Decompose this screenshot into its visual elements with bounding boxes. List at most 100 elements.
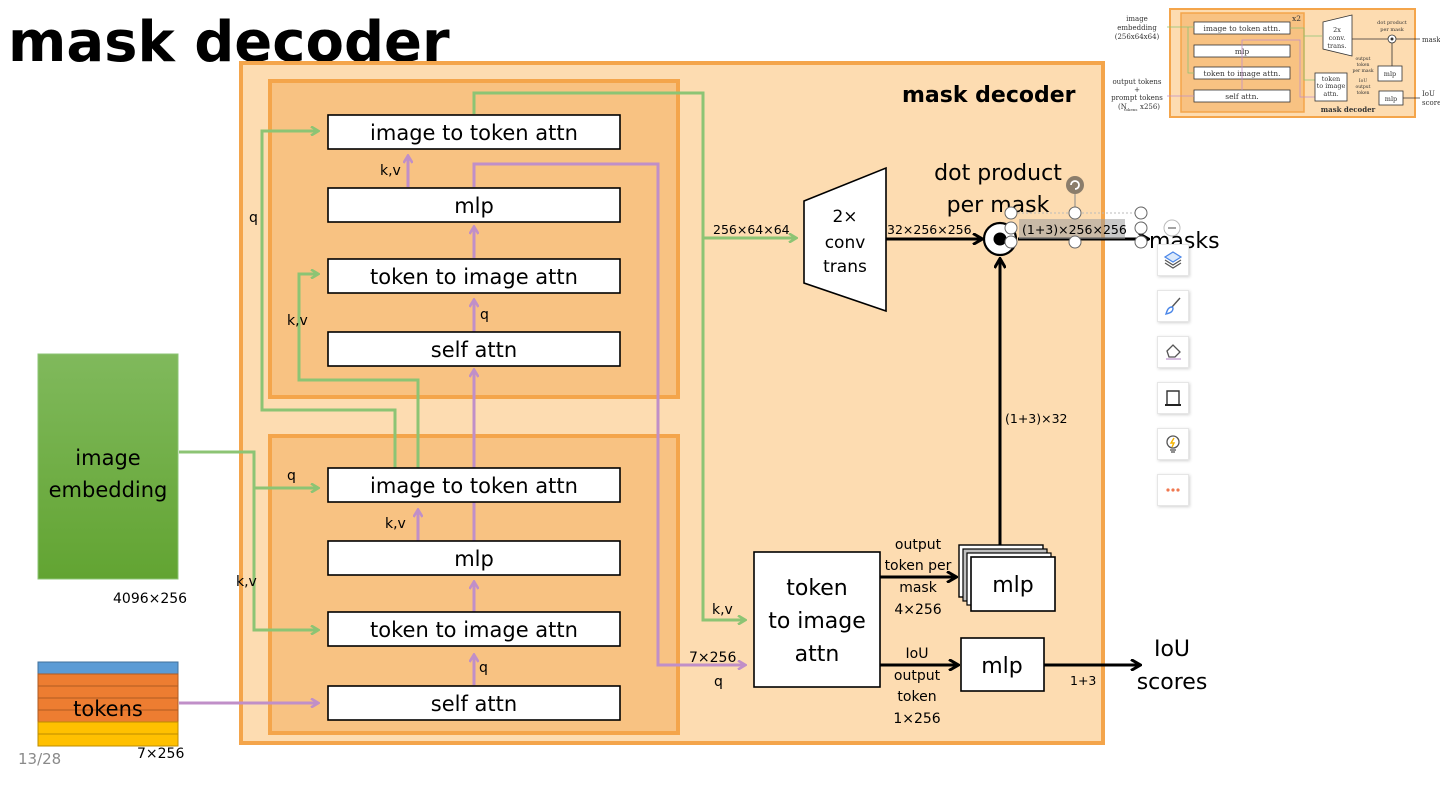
iou-token-label-3: token xyxy=(897,689,936,705)
svg-text:token: token xyxy=(1357,90,1370,96)
dot-product-label-2: per mask xyxy=(947,193,1050,218)
image-embedding-shape: 4096×256 xyxy=(113,591,187,607)
rotate-handle[interactable] xyxy=(1066,176,1084,194)
svg-text:mask decoder: mask decoder xyxy=(1321,105,1376,114)
eraser-icon xyxy=(1166,344,1181,360)
svg-text:image to token attn.: image to token attn. xyxy=(1204,24,1281,33)
iou-mlp-out-shape: 1+3 xyxy=(1070,673,1096,688)
label-kv: k,v xyxy=(287,313,308,329)
edge-upper-i2t-to-final-attn-kv xyxy=(701,238,745,620)
frame-icon xyxy=(1165,390,1181,406)
final-attn-label-2: to image xyxy=(768,609,866,634)
edge-emb-to-lower-t2i-kv xyxy=(252,488,318,630)
edge-upper-i2t-to-conv xyxy=(472,91,796,238)
brush-button[interactable] xyxy=(1157,290,1189,322)
iou-token-label-1: IoU xyxy=(906,646,929,662)
resize-handles[interactable] xyxy=(1004,206,1148,249)
edge-labels: q k,v k,v q q k,v k,v q xyxy=(236,163,489,676)
label-kv: k,v xyxy=(380,163,401,179)
tokens-shape: 7×256 xyxy=(137,746,184,762)
brush-icon xyxy=(1164,297,1181,315)
lightbulb-icon xyxy=(1166,435,1180,453)
svg-text:mlp: mlp xyxy=(1384,70,1396,78)
iou-scores-label-2: scores xyxy=(1137,670,1208,695)
layers-icon xyxy=(1163,251,1183,269)
svg-text:per mask: per mask xyxy=(1352,68,1373,74)
svg-text:to image: to image xyxy=(1317,82,1346,90)
lightbulb-button[interactable] xyxy=(1157,428,1189,460)
upper-image-to-token-attn[interactable] xyxy=(327,114,621,150)
upper-layer-label: image to token attn xyxy=(370,121,578,145)
svg-text:x256): x256) xyxy=(1140,103,1160,111)
label-q: q xyxy=(249,210,258,226)
dot-product-label-1: dot product xyxy=(934,161,1062,186)
tokens-block xyxy=(37,661,179,747)
lower-self-attn[interactable] xyxy=(327,685,621,721)
upper-layers: image to token attn mlp token to image a… xyxy=(327,114,621,367)
svg-text:(N: (N xyxy=(1118,103,1127,111)
dot-out-shape: (1+3)×256×256 xyxy=(1022,222,1127,237)
upper-token-to-image-attn[interactable] xyxy=(327,258,621,294)
mask-mlp-stack[interactable] xyxy=(958,544,1056,612)
lower-token-to-image-attn[interactable] xyxy=(327,611,621,647)
svg-text:token: token xyxy=(1322,75,1341,83)
svg-text:(256x64x64): (256x64x64) xyxy=(1115,33,1160,41)
upper-self-attn[interactable] xyxy=(327,331,621,367)
lower-mlp[interactable] xyxy=(327,540,621,576)
iou-mlp-block[interactable] xyxy=(960,637,1045,692)
page-number: 13/28 xyxy=(18,750,61,768)
eraser-button[interactable] xyxy=(1157,336,1189,368)
svg-text:IoU: IoU xyxy=(1422,90,1435,98)
frame-button[interactable] xyxy=(1157,382,1189,414)
svg-text:mask: mask xyxy=(1422,36,1440,44)
conv-in-shape: 256×64×64 xyxy=(713,222,790,237)
svg-text:image: image xyxy=(1126,15,1148,23)
conv-trans-label-3: trans xyxy=(823,257,867,277)
svg-text:2x: 2x xyxy=(1333,26,1341,34)
tokens-label: tokens xyxy=(73,697,143,721)
layers-button[interactable] xyxy=(1157,244,1189,276)
label-q: q xyxy=(479,660,488,676)
lower-image-to-token-attn[interactable] xyxy=(327,467,621,503)
mask-token-label-1: output xyxy=(895,537,942,553)
svg-text:tokens: tokens xyxy=(1124,107,1137,112)
final-token-to-image-attn[interactable] xyxy=(753,551,881,688)
upper-mlp[interactable] xyxy=(327,187,621,223)
rotate-icon xyxy=(1070,180,1080,190)
final-attn-label-3: attn xyxy=(795,642,840,667)
label-q: q xyxy=(480,307,489,323)
svg-text:output tokens: output tokens xyxy=(1112,78,1161,86)
svg-text:IoU: IoU xyxy=(1359,78,1367,84)
label-kv: k,v xyxy=(236,574,257,590)
conv-trans-block[interactable] xyxy=(803,166,887,313)
label-kv: k,v xyxy=(385,516,406,532)
upper-layer-label: token to image attn xyxy=(370,265,578,289)
svg-text:trans.: trans. xyxy=(1327,42,1346,50)
image-embedding-edges xyxy=(179,91,796,630)
more-icon xyxy=(1166,488,1180,492)
mask-mlp-label: mlp xyxy=(992,573,1034,598)
conv-trans-label-2: conv xyxy=(825,233,866,253)
lower-layers: image to token attn mlp token to image a… xyxy=(327,467,621,721)
reference-thumbnail: x2 image to token attn. mlp token to ima… xyxy=(1111,8,1440,118)
svg-text:dot product: dot product xyxy=(1377,20,1407,26)
upper-layer-label: mlp xyxy=(454,194,494,218)
svg-text:token: token xyxy=(1357,62,1370,68)
svg-text:prompt tokens: prompt tokens xyxy=(1111,94,1163,102)
edge-upper-mlp-to-final-attn-q xyxy=(472,162,745,665)
svg-text:output: output xyxy=(1355,56,1370,62)
edge-lower-i2t-to-upper-t2i-kv xyxy=(297,274,420,468)
mask-token-label-3: mask xyxy=(899,580,938,596)
iou-token-label-2: output xyxy=(894,668,941,684)
edge-emb-to-lower-i2t-q xyxy=(179,450,318,488)
final-attn-q: q xyxy=(714,674,723,690)
more-button[interactable] xyxy=(1157,474,1189,506)
iou-mlp-label: mlp xyxy=(981,654,1023,679)
svg-text:embedding: embedding xyxy=(1117,24,1157,32)
selected-textbox[interactable]: (1+3)×256×256 xyxy=(1004,176,1181,249)
token-edges xyxy=(179,156,745,703)
final-attn-kv: k,v xyxy=(712,602,733,618)
image-embedding-label-1: image xyxy=(75,446,140,470)
iou-token-label-4: 1×256 xyxy=(893,711,940,727)
